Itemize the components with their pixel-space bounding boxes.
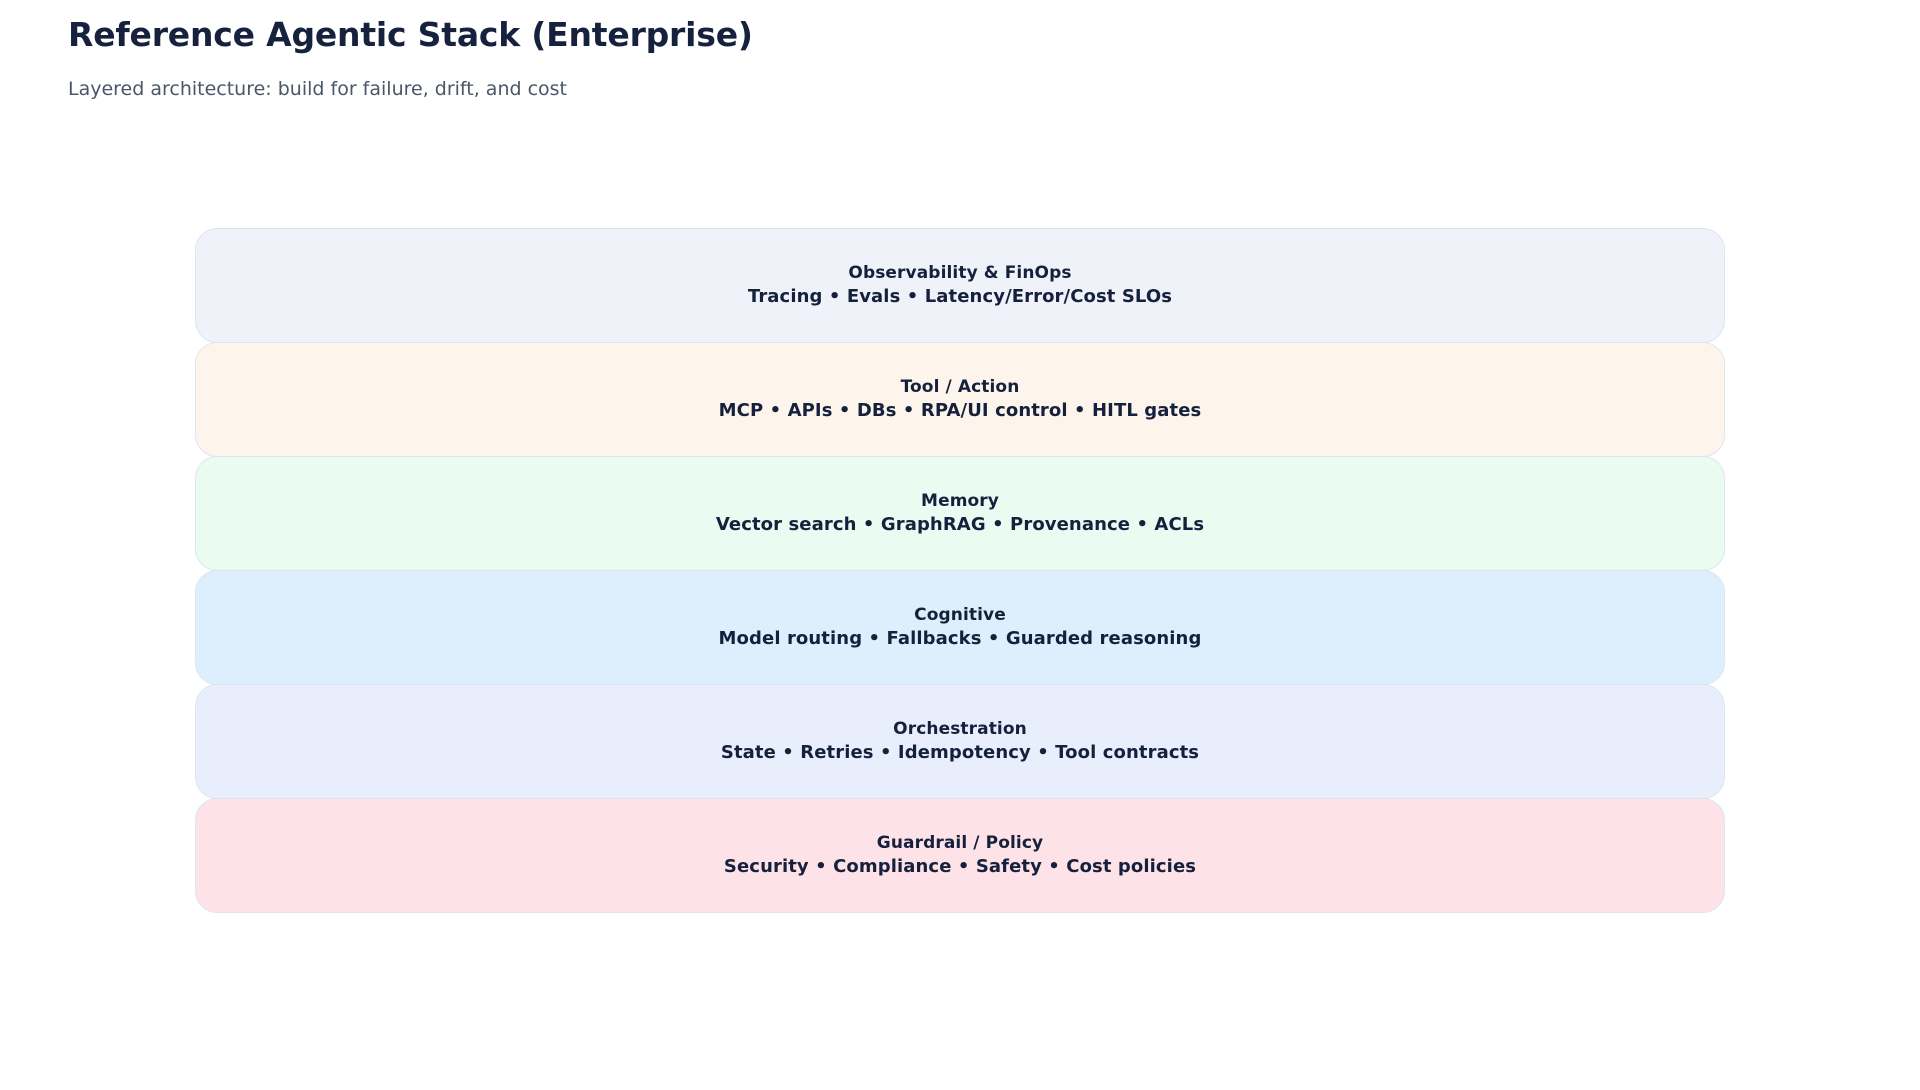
- layer-detail: Security • Compliance • Safety • Cost po…: [723, 856, 1197, 878]
- stack-layer-observability-finops: Observability & FinOps Tracing • Evals •…: [195, 228, 1725, 343]
- layer-title: Guardrail / Policy: [876, 832, 1044, 853]
- page-subtitle: Layered architecture: build for failure,…: [68, 78, 568, 101]
- stack-layer-orchestration: Orchestration State • Retries • Idempote…: [195, 684, 1725, 799]
- agentic-stack-diagram: Observability & FinOps Tracing • Evals •…: [195, 228, 1725, 913]
- stack-layer-guardrail-policy: Guardrail / Policy Security • Compliance…: [195, 798, 1725, 913]
- layer-title: Observability & FinOps: [848, 262, 1072, 283]
- layer-title: Tool / Action: [900, 376, 1020, 397]
- layer-title: Orchestration: [893, 718, 1027, 739]
- layer-title: Memory: [921, 490, 999, 511]
- layer-detail: Model routing • Fallbacks • Guarded reas…: [718, 628, 1202, 650]
- layer-detail: State • Retries • Idempotency • Tool con…: [720, 742, 1200, 764]
- layer-title: Cognitive: [914, 604, 1006, 625]
- layer-detail: Vector search • GraphRAG • Provenance • …: [715, 514, 1205, 536]
- stack-layer-memory: Memory Vector search • GraphRAG • Proven…: [195, 456, 1725, 571]
- page-header: Reference Agentic Stack (Enterprise) Lay…: [68, 14, 1768, 102]
- layer-detail: Tracing • Evals • Latency/Error/Cost SLO…: [747, 286, 1173, 308]
- stack-layer-tool-action: Tool / Action MCP • APIs • DBs • RPA/UI …: [195, 342, 1725, 457]
- stack-layer-cognitive: Cognitive Model routing • Fallbacks • Gu…: [195, 570, 1725, 685]
- layer-detail: MCP • APIs • DBs • RPA/UI control • HITL…: [718, 400, 1202, 422]
- page-title: Reference Agentic Stack (Enterprise): [68, 15, 753, 54]
